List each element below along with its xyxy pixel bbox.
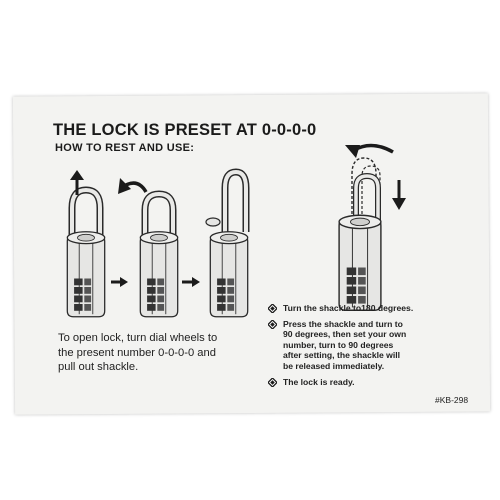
document-title: THE LOCK IS PRESET AT 0-0-0-0: [53, 121, 317, 139]
lock-shackle-rotated: [205, 168, 250, 318]
rotate-arrow-icon: [118, 178, 148, 194]
arrow-up-icon: [70, 170, 84, 195]
diamond-bullet-icon: [268, 319, 277, 329]
step-3: The lock is ready.: [268, 377, 483, 388]
step-text: number, turn to 90 degrees: [283, 339, 394, 350]
arrow-down-icon: [392, 180, 406, 210]
step-text: The lock is ready.: [283, 376, 355, 387]
diamond-bullet-icon: [268, 377, 277, 387]
step-text: Press the shackle and turn to: [283, 318, 403, 329]
lock-shackle-raised: [139, 190, 179, 318]
lock-closed: [66, 186, 106, 318]
arrow-right-icon: [111, 277, 128, 287]
open-instructions-line: pull out shackle.: [58, 361, 139, 373]
document-subtitle: HOW TO REST AND USE:: [55, 142, 195, 154]
open-instructions-line: To open lock, turn dial wheels to: [58, 332, 218, 344]
open-instructions: To open lock, turn dial wheels to the pr…: [58, 331, 258, 375]
diamond-bullet-icon: [268, 304, 277, 313]
model-number: #KB-298: [435, 395, 469, 405]
step-1: Turn the shackle to180 degrees.: [268, 303, 483, 314]
step-text: after setting, the shackle will: [283, 350, 401, 361]
arrow-right-icon: [182, 277, 200, 287]
setup-steps: Turn the shackle to180 degrees. Press th…: [268, 303, 483, 392]
step-text: Turn the shackle to180 degrees.: [283, 303, 414, 313]
step-2: Press the shackle and turn to 90 degrees…: [268, 319, 483, 372]
step-text: 90 degrees, then set your own: [283, 329, 407, 340]
step-text: be released immediately.: [283, 360, 385, 371]
open-instructions-line: the present number 0-0-0-0 and: [58, 346, 216, 359]
lock-setting-code: [338, 157, 382, 311]
rotate-arrow-icon: [345, 143, 394, 158]
